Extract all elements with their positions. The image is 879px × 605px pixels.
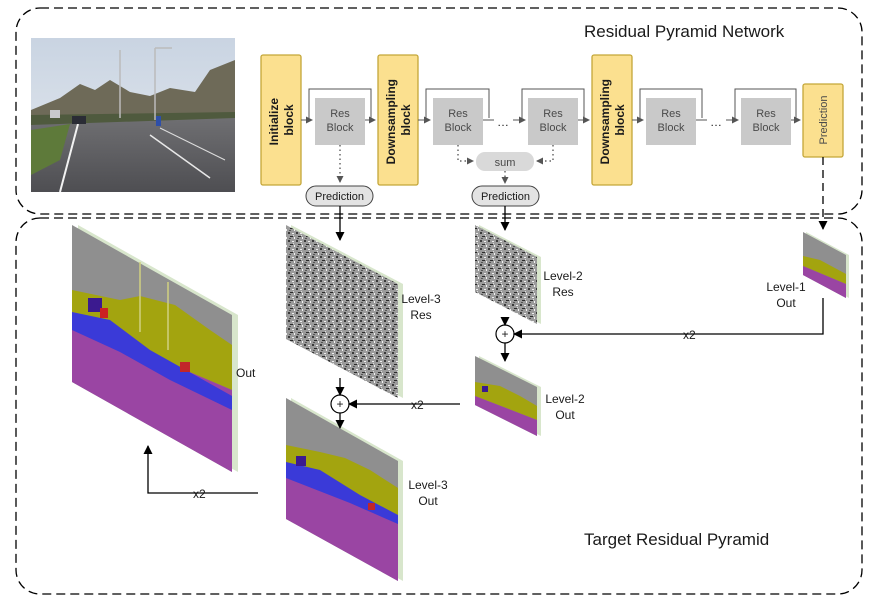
sum-label: sum [495, 157, 516, 169]
network-section-border [15, 7, 863, 215]
pyramid-section-border [15, 217, 863, 595]
pyramid-title: Target Residual Pyramid [584, 530, 769, 549]
prediction-pill-2-label: Prediction [481, 191, 530, 203]
ellipsis-1: … [497, 115, 509, 129]
upsample-label-level2: x2 [411, 398, 424, 412]
plus-node-level2: + [495, 324, 515, 344]
ellipsis-2: … [710, 115, 722, 129]
plus-node-level3: + [330, 394, 350, 414]
res-block-4 [646, 98, 696, 145]
upsample-label-level3: x2 [193, 487, 206, 501]
upsample-label-level1: x2 [683, 328, 696, 342]
level3-residual-map [286, 225, 403, 398]
dotted-connections [336, 145, 554, 184]
network-title: Residual Pyramid Network [584, 22, 785, 41]
final-segmentation-output [72, 225, 238, 472]
prediction-block-final-label: Prediction [818, 96, 830, 145]
network-connections [301, 88, 801, 124]
out-label: Out [236, 366, 256, 380]
input-road-photo [31, 38, 235, 193]
level2-residual-map [475, 225, 541, 324]
pyramid-connections [143, 206, 824, 494]
level1-segmentation-output [803, 232, 849, 298]
level3-segmentation-output [286, 398, 403, 581]
res-block-2 [433, 98, 483, 145]
res-block-3 [528, 98, 578, 145]
svg-text:+: + [336, 397, 343, 411]
prediction-pill-1-label: Prediction [315, 191, 364, 203]
res-block-1 [315, 98, 365, 145]
res-block-5 [741, 98, 791, 145]
downsampling-block-2-label: Downsampling block [598, 76, 627, 165]
level2-segmentation-output [475, 356, 541, 436]
sum-node [476, 152, 534, 171]
initialize-block-label: Initialize block [267, 95, 296, 146]
svg-text:+: + [501, 327, 508, 341]
downsampling-block-1-label: Downsampling block [384, 76, 413, 165]
